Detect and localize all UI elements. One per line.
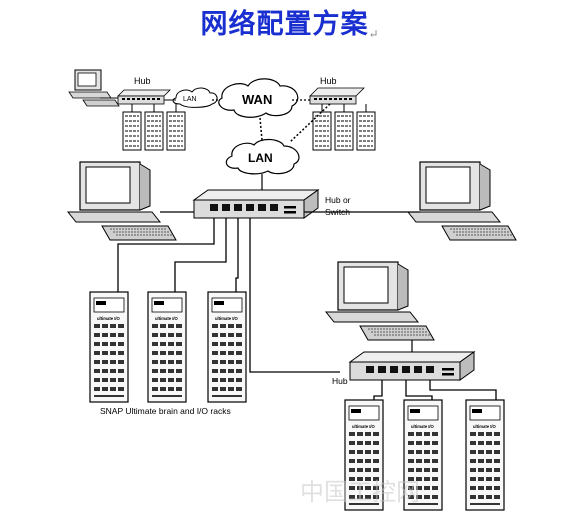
hub-label-top-left: Hub bbox=[134, 76, 151, 86]
workstation-left-icon bbox=[67, 161, 177, 241]
lan-center-label: LAN bbox=[248, 151, 273, 165]
small-rack-icon bbox=[356, 111, 376, 151]
hub-right-ports bbox=[366, 366, 454, 376]
small-rack-icon bbox=[166, 111, 186, 151]
small-rack-icon bbox=[144, 111, 164, 151]
small-rack-icon bbox=[334, 111, 354, 151]
paragraph-mark: ↵ bbox=[368, 27, 380, 41]
watermark-logo: 中国工控网 bbox=[300, 478, 420, 506]
workstation-bottom-icon bbox=[325, 261, 435, 341]
io-rack-icon bbox=[146, 290, 188, 404]
lan-center-cloud: LAN bbox=[225, 138, 300, 175]
small-rack-icon bbox=[312, 111, 332, 151]
small-rack-icon bbox=[122, 111, 142, 151]
workstation-right-icon bbox=[407, 161, 517, 241]
wan-cloud: WAN bbox=[218, 78, 299, 118]
hub-switch-ports bbox=[210, 204, 296, 214]
small-lan-cloud: LAN bbox=[172, 87, 218, 108]
small-workstation-icon bbox=[68, 69, 120, 107]
io-rack-icon bbox=[88, 290, 130, 404]
hub-switch-label-1: Hub or bbox=[325, 195, 351, 205]
io-rack-icon bbox=[464, 398, 506, 512]
io-rack-icon bbox=[206, 290, 248, 404]
page-title: 网络配置方案↵ bbox=[0, 2, 580, 41]
wan-label: WAN bbox=[242, 92, 272, 107]
hub-label-top-right: Hub bbox=[320, 76, 337, 86]
title-text: 网络配置方案 bbox=[200, 9, 369, 40]
lan-small-label: LAN bbox=[183, 96, 197, 103]
small-hub-left-icon bbox=[117, 89, 171, 105]
hub-right-label: Hub bbox=[332, 376, 348, 386]
racks-caption: SNAP Ultimate brain and I/O racks bbox=[100, 406, 231, 416]
small-hub-right-icon bbox=[309, 87, 365, 105]
